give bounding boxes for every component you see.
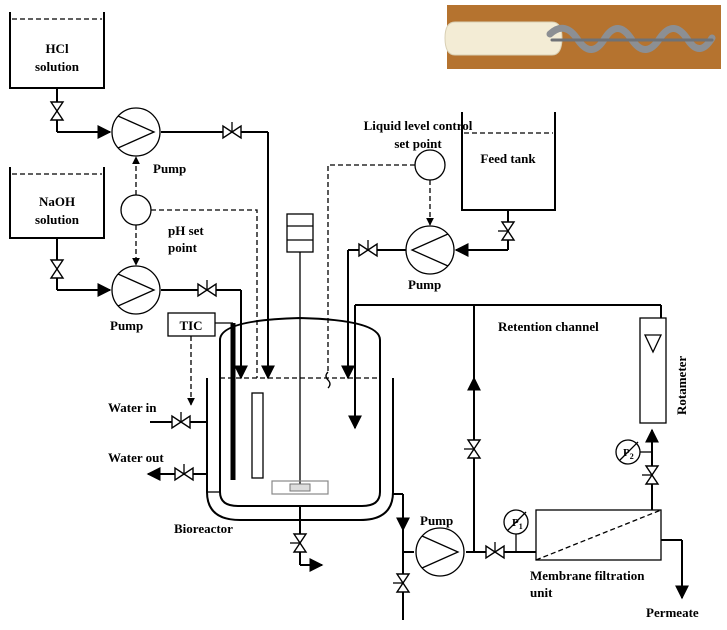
pressure-gauge-p1: P1 <box>503 509 529 552</box>
ph-setpoint-controller <box>120 156 258 378</box>
helical-ribbon-icon <box>546 24 716 53</box>
impeller-photo <box>444 5 721 69</box>
retention-return-line <box>348 304 662 430</box>
pump-naoh <box>111 265 161 315</box>
water-out-label: Water out <box>108 450 164 465</box>
valve-membrane-inlet <box>485 542 505 560</box>
water-out-line <box>146 464 207 482</box>
valve-hcl-tank <box>49 101 65 121</box>
ph-probe <box>251 392 264 479</box>
membrane-label-1: Membrane filtration <box>530 568 645 583</box>
valve-feed-tank <box>498 221 516 241</box>
valve-naoh-tank <box>49 259 65 279</box>
water-in-line <box>150 412 207 430</box>
membrane-filtration-unit <box>535 492 689 600</box>
valve-hcl-line <box>222 122 242 140</box>
retention-channel-label: Retention channel <box>498 319 599 334</box>
pump-recirc-label: Pump <box>420 513 453 528</box>
pump-feed <box>405 225 455 275</box>
p2-label: P2 <box>623 447 634 461</box>
ph-setpoint-label-2: point <box>168 240 198 255</box>
tic-box: TIC <box>167 312 233 406</box>
pump-feed-label: Pump <box>408 277 441 292</box>
reactor-drain <box>290 506 324 572</box>
level-setpoint-label-2: set point <box>394 136 442 151</box>
pump-hcl <box>111 107 161 157</box>
water-in-label: Water in <box>108 400 157 415</box>
recirculation-line <box>393 305 536 620</box>
tic-label: TIC <box>179 318 202 333</box>
rotameter-line <box>642 428 660 492</box>
valve-feed-line <box>358 240 378 258</box>
rotameter-label: Rotameter <box>674 356 689 415</box>
naoh-tank: NaOH solution <box>9 167 105 239</box>
hcl-label-1: HCl <box>45 41 69 56</box>
agitator <box>271 213 329 495</box>
feed-tank-label: Feed tank <box>480 151 536 166</box>
pressure-gauge-p2: P2 <box>615 439 652 465</box>
valve-recirc-bypass <box>464 439 482 459</box>
p1-label: P1 <box>512 517 523 531</box>
hcl-label-2: solution <box>35 59 80 74</box>
pump-hcl-label: Pump <box>153 161 186 176</box>
rotameter <box>639 317 667 424</box>
pump-naoh-label: Pump <box>110 318 143 333</box>
bioreactor-label: Bioreactor <box>174 521 233 536</box>
membrane-label-2: unit <box>530 585 553 600</box>
hcl-tank: HCl solution <box>9 12 105 89</box>
pump-recirc <box>415 527 465 577</box>
level-setpoint-controller <box>325 149 446 389</box>
naoh-label-1: NaOH <box>39 194 75 209</box>
feed-tank: Feed tank <box>461 112 556 211</box>
hcl-line <box>56 88 275 380</box>
permeate-label: Permeate <box>646 605 699 620</box>
valve-naoh-line <box>197 280 217 298</box>
naoh-label-2: solution <box>35 212 80 227</box>
level-setpoint-label-1: Liquid level control <box>364 118 473 133</box>
ph-setpoint-label-1: pH set <box>168 223 204 238</box>
valve-recirc-bottom <box>393 573 411 593</box>
